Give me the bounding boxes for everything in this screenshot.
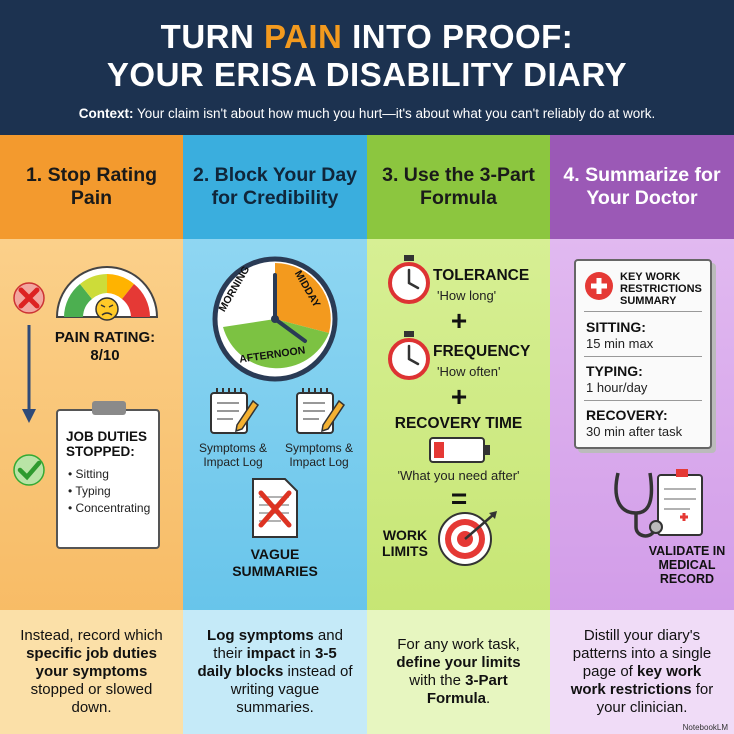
- col4-foot-bold: key work work restrictions: [570, 663, 702, 698]
- restriction-label: RECOVERY:: [586, 407, 668, 423]
- title-highlight: PAIN: [264, 18, 343, 55]
- recovery-label: RECOVERY TIME: [394, 415, 523, 432]
- medical-cross-icon: [585, 272, 613, 300]
- pain-rating-label: PAIN RATING:: [54, 329, 156, 346]
- col1-foot-text: Instead, record which: [20, 627, 163, 644]
- col2-foot-text: and their: [213, 627, 343, 662]
- notepad-pencil-icon: [210, 388, 260, 434]
- col4-foot-text: for your clinician.: [596, 681, 714, 716]
- context-label: Context:: [78, 106, 134, 121]
- duty-item: • Sitting: [68, 467, 109, 481]
- down-arrow-icon: [22, 325, 36, 423]
- col2-foot-bold: 3-5 daily blocks: [197, 645, 337, 680]
- restriction-value: 15 min max: [586, 336, 654, 351]
- duty-item: • Typing: [68, 484, 111, 498]
- col2-foot-bold: impact: [246, 645, 295, 662]
- title-post: INTO PROOF:: [342, 18, 574, 55]
- col3-footer: For any work task, define your limits wi…: [367, 610, 550, 734]
- title-pre: TURN: [160, 18, 264, 55]
- col1-foot-text: stopped or slowed down.: [30, 681, 153, 716]
- stethoscope-icon: [614, 469, 703, 538]
- col3-foot-text: For any work task,: [397, 636, 520, 653]
- col1-footer: Instead, record which specific job dutie…: [0, 610, 183, 734]
- watermark: NotebookLM: [682, 723, 728, 732]
- col3-heading: 3. Use the 3-Part Formula: [367, 135, 550, 239]
- clipboard-title: JOB DUTIES STOPPED:: [66, 429, 148, 459]
- green-check-icon: [13, 454, 45, 486]
- column-stop-rating-pain: 1. Stop Rating Pain PAIN RATING: 8/10: [0, 135, 183, 734]
- col1-foot-bold: specific job duties your symptoms: [26, 645, 157, 680]
- red-x-icon: [13, 282, 45, 314]
- plus-sign: +: [450, 305, 468, 336]
- title-line-2: YOUR ERISA DISABILITY DIARY: [106, 56, 628, 93]
- restriction-label: SITTING:: [586, 319, 646, 335]
- frequency-label: FREQUENCY: [433, 343, 531, 360]
- col2-foot-text: instead of writing vague summaries.: [230, 663, 353, 716]
- restrictions-summary-card: KEY WORK RESTRICTIONS SUMMARY SITTING: 1…: [574, 259, 712, 449]
- restriction-value: 30 min after task: [586, 424, 683, 439]
- col2-foot-bold: Log symptoms: [207, 627, 314, 644]
- duty-item: • Concentrating: [68, 501, 151, 515]
- col3-foot-text: with the: [409, 672, 466, 689]
- stopwatch-icon: [388, 331, 430, 380]
- plus-sign: +: [450, 381, 468, 412]
- header: TURN PAIN INTO PROOF: YOUR ERISA DISABIL…: [0, 0, 734, 135]
- equals-sign: =: [450, 483, 468, 514]
- col2-foot-text: in: [295, 645, 316, 662]
- clipboard-icon: JOB DUTIES STOPPED: • Sitting • Typing •…: [56, 401, 160, 549]
- col3-foot-text: .: [486, 690, 491, 707]
- col3-foot-bold: define your limits: [396, 654, 521, 671]
- col3-foot-bold: 3-Part Formula: [426, 672, 508, 707]
- column-block-your-day: 2. Block Your Day for Credibility MORNIN…: [183, 135, 367, 734]
- pain-rating-value: 8/10: [90, 347, 120, 364]
- col4-foot-text: Distill your diary's patterns into a sin…: [572, 627, 712, 680]
- col4-heading: 4. Summarize for Your Doctor: [550, 135, 734, 239]
- log-label: Symptoms & Impact Log: [198, 441, 267, 469]
- frequency-sub: 'How often': [437, 364, 501, 379]
- clock-icon: [212, 256, 338, 382]
- notepad-pencil-icon: [296, 388, 346, 434]
- col2-heading: 2. Block Your Day for Credibility: [183, 135, 367, 239]
- summary-title: KEY WORK RESTRICTIONS SUMMARY: [620, 271, 702, 307]
- column-three-part-formula: 3. Use the 3-Part Formula TOLERANCE 'How…: [367, 135, 550, 734]
- low-battery-icon: [429, 437, 490, 463]
- stopwatch-icon: [388, 255, 430, 304]
- log-label: Symptoms & Impact Log: [284, 441, 353, 469]
- context-text: Your claim isn't about how much you hurt…: [133, 106, 656, 121]
- target-icon: [438, 511, 497, 566]
- title-line-1: TURN PAIN INTO PROOF:: [0, 0, 734, 56]
- restriction-label: TYPING:: [586, 363, 643, 379]
- restriction-value: 1 hour/day: [586, 380, 648, 395]
- column-summarize-for-doctor: 4. Summarize for Your Doctor KEY WORK RE…: [550, 135, 734, 734]
- context-line: Context: Your claim isn't about how much…: [0, 106, 734, 121]
- col4-footer: Distill your diary's patterns into a sin…: [550, 610, 734, 734]
- work-limits-label: WORK LIMITS: [382, 527, 428, 559]
- tolerance-sub: 'How long': [437, 288, 497, 303]
- vague-summaries-label: VAGUE SUMMARIES: [232, 546, 318, 579]
- validate-label: VALIDATE IN MEDICAL RECORD: [648, 544, 726, 586]
- pain-gauge-icon: [55, 266, 159, 321]
- col1-heading: 1. Stop Rating Pain: [0, 135, 183, 239]
- recovery-sub: 'What you need after': [397, 468, 520, 483]
- crossed-document-icon: [252, 478, 298, 538]
- tolerance-label: TOLERANCE: [433, 267, 530, 284]
- col2-footer: Log symptoms and their impact in 3-5 dai…: [183, 610, 367, 734]
